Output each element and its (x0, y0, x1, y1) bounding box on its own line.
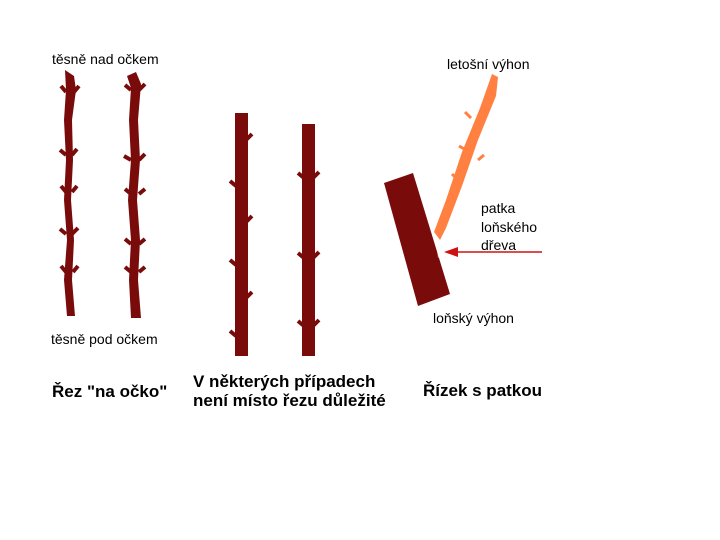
caption-heel-cutting: Řízek s patkou (423, 382, 542, 399)
label-this-year-shoot: letošní výhon (447, 56, 530, 72)
label-last-year-shoot: loňský výhon (433, 310, 514, 326)
label-heel-line-1: patka (481, 200, 515, 216)
stem-fourth (298, 124, 319, 356)
stem-third (230, 113, 252, 356)
caption-middle-line-2: není místo řezu důležité (193, 392, 386, 409)
label-heel-line-3: dřeva (481, 237, 516, 253)
stem-second (124, 72, 145, 318)
label-just-below-bud: těsně pod očkem (51, 331, 158, 347)
label-just-above-bud: těsně nad očkem (52, 51, 159, 67)
label-heel-line-2: loňského (481, 219, 537, 235)
stem-cut-above-bud (60, 70, 79, 316)
caption-cut-to-bud: Řez "na očko" (52, 383, 167, 400)
caption-middle-line-1: V některých případech (193, 373, 375, 390)
